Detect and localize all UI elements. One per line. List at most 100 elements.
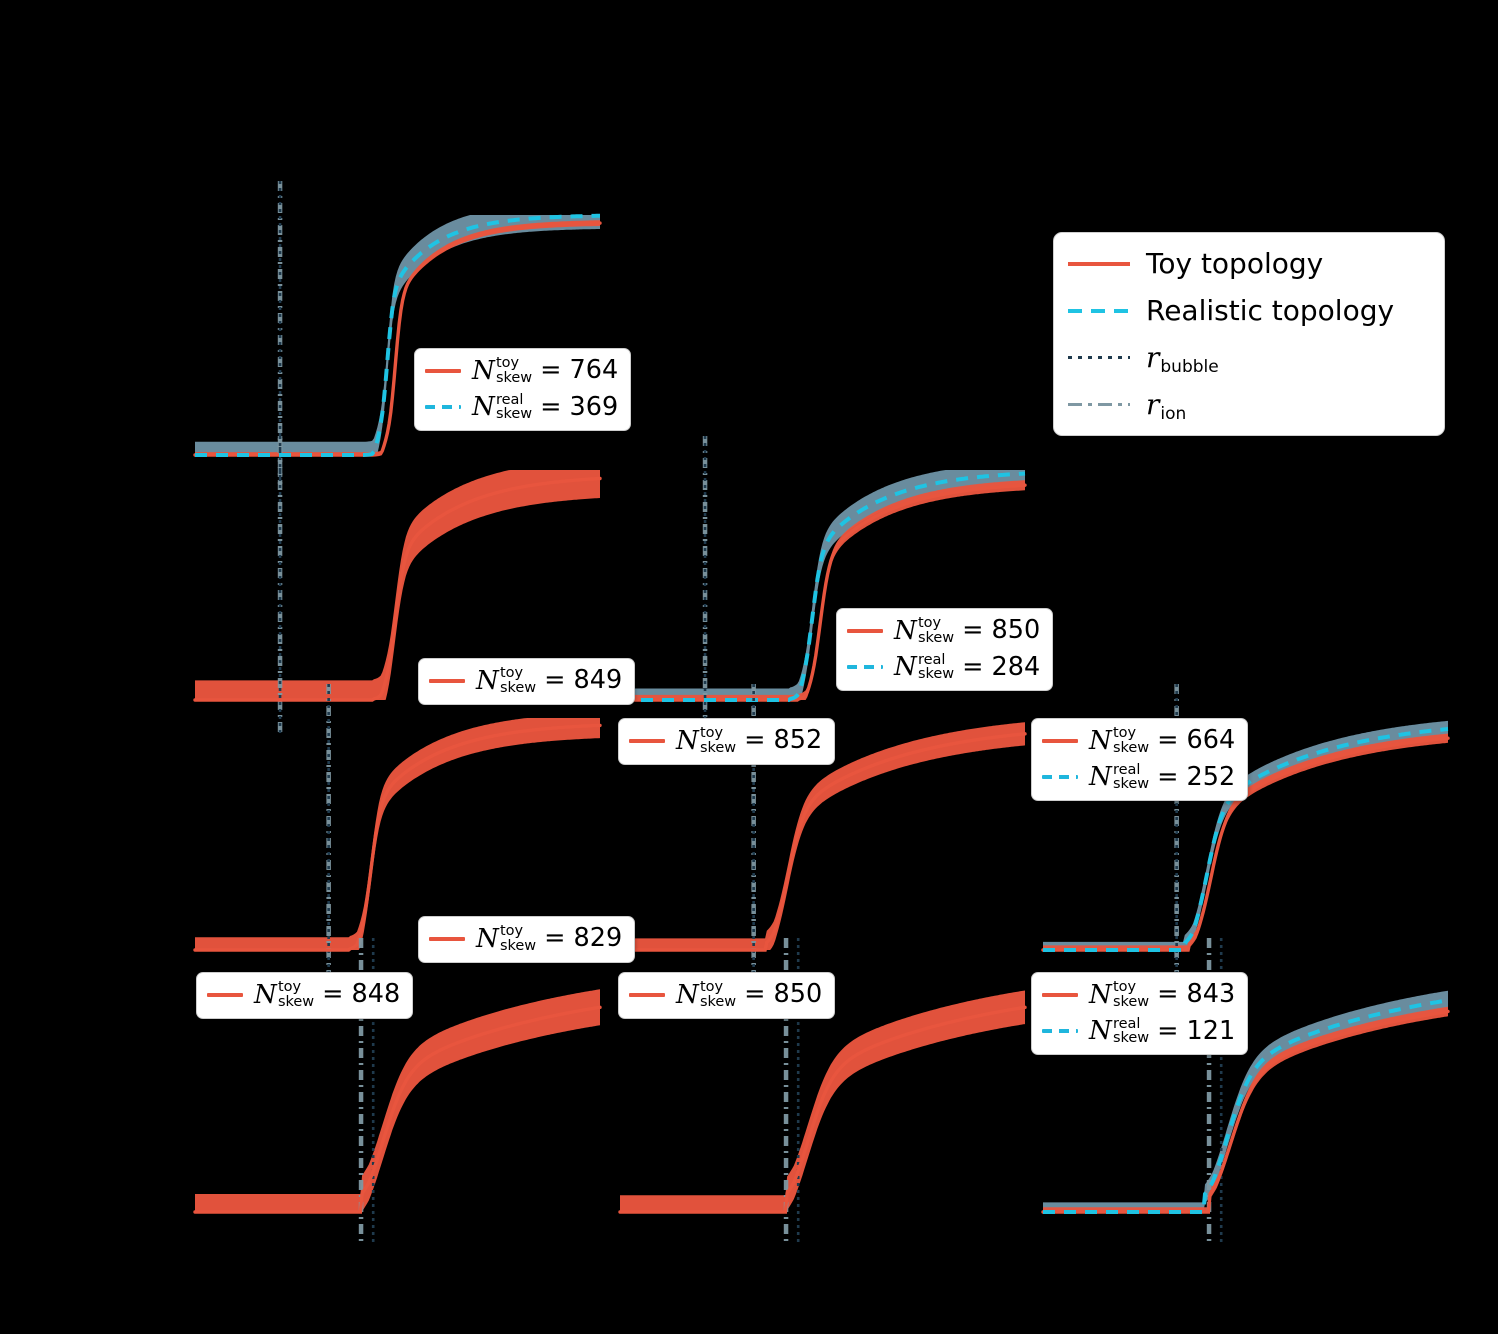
stat-symbol: N bbox=[476, 665, 499, 696]
stat-symbol: N bbox=[472, 392, 495, 423]
line-solid-icon bbox=[1068, 261, 1130, 267]
stat-equals-sign: = bbox=[962, 615, 984, 646]
panel-r4c1-toy-line bbox=[193, 1005, 602, 1214]
stat-equals-sign: = bbox=[322, 979, 344, 1010]
panel-r4c3-realistic-line bbox=[1043, 998, 1449, 1214]
stat-subscript: skew bbox=[495, 406, 533, 423]
stat-superscript: toy bbox=[499, 923, 524, 939]
stat-value: 850 bbox=[991, 615, 1041, 646]
stat-value: 849 bbox=[573, 665, 623, 696]
stat-value: 369 bbox=[569, 391, 619, 422]
stat-equals-sign: = bbox=[962, 651, 984, 682]
stat-value: 252 bbox=[1186, 761, 1236, 792]
stat-value: 664 bbox=[1186, 725, 1236, 756]
stat-equals-sign: = bbox=[544, 665, 566, 696]
line-dashdot-icon bbox=[1068, 402, 1130, 408]
stat-equals-sign: = bbox=[544, 923, 566, 954]
stat-equals-sign: = bbox=[540, 355, 562, 386]
stat-superscript: toy bbox=[1112, 725, 1137, 741]
panel-r3c1-toy-line bbox=[193, 723, 602, 952]
stat-superscript: toy bbox=[277, 979, 302, 995]
legend-label-realistic-topology: Realistic topology bbox=[1146, 294, 1395, 327]
panel-r2c1 bbox=[193, 436, 602, 734]
stat-subscript: skew bbox=[495, 369, 533, 386]
panel-r3c2-toy-band bbox=[620, 722, 1025, 950]
legend-entry-toy-topology: Toy topology bbox=[1068, 247, 1428, 280]
stat-superscript: toy bbox=[499, 665, 524, 681]
stat-superscript: toy bbox=[699, 979, 724, 995]
panel-r2c2 bbox=[618, 436, 1027, 734]
stat-subscript: skew bbox=[1112, 993, 1150, 1010]
stat-subscript: skew bbox=[499, 937, 537, 954]
stat-equals-sign: = bbox=[1157, 1015, 1179, 1046]
line-dashed-icon bbox=[1068, 308, 1130, 314]
stat-symbol: N bbox=[1089, 1016, 1112, 1047]
panel-r4c2-toy-line bbox=[618, 1005, 1027, 1214]
legend-label-r-ion-symbol: r bbox=[1146, 388, 1160, 421]
legend-entry-realistic-topology: Realistic topology bbox=[1068, 294, 1428, 327]
stat-subscript: skew bbox=[917, 629, 955, 646]
panel-r2c1-toy-line bbox=[193, 476, 602, 702]
stat-equals-sign: = bbox=[1157, 761, 1179, 792]
stat-value: 848 bbox=[351, 979, 401, 1010]
stat-symbol: N bbox=[254, 979, 277, 1010]
legend-label-r-ion-subscript: ion bbox=[1160, 404, 1187, 424]
legend-label-toy-topology: Toy topology bbox=[1146, 247, 1324, 280]
stat-value: 852 bbox=[773, 725, 823, 756]
stat-superscript: toy bbox=[699, 725, 724, 741]
legend-label-r-bubble-symbol: r bbox=[1146, 341, 1160, 374]
stat-value: 121 bbox=[1186, 1015, 1236, 1046]
stat-subscript: skew bbox=[917, 666, 955, 683]
stat-subscript: skew bbox=[1112, 776, 1150, 793]
stat-symbol: N bbox=[676, 979, 699, 1010]
stat-equals-sign: = bbox=[1157, 725, 1179, 756]
stat-symbol: N bbox=[1089, 979, 1112, 1010]
stat-subscript: skew bbox=[699, 993, 737, 1010]
stat-subscript: skew bbox=[1112, 739, 1150, 756]
stat-superscript: real bbox=[495, 391, 524, 408]
stat-symbol: N bbox=[894, 652, 917, 683]
stat-symbol: N bbox=[476, 923, 499, 954]
stat-value: 850 bbox=[773, 979, 823, 1010]
stat-subscript: skew bbox=[1112, 1030, 1150, 1047]
legend-label-r-bubble-subscript: bubble bbox=[1160, 357, 1219, 377]
stat-symbol: N bbox=[894, 615, 917, 646]
